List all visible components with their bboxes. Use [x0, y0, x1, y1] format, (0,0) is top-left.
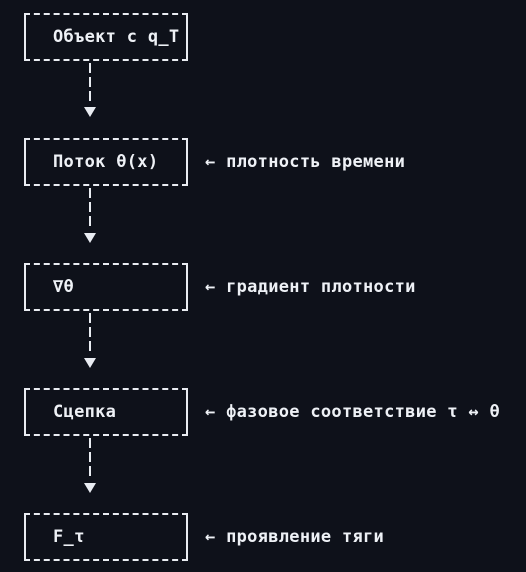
connector-3 [89, 313, 91, 351]
node-gradient: ∇θ [24, 263, 188, 311]
node-flow: Поток θ(x) [24, 138, 188, 186]
arrow-down-icon [84, 107, 96, 117]
annotation-flow: ← плотность времени [205, 152, 406, 172]
node-force: F_τ [24, 513, 188, 561]
annotation-coupling: ← фазовое соответствие τ ↔ θ [205, 402, 500, 422]
connector-1 [89, 63, 91, 101]
arrow-down-icon [84, 483, 96, 493]
node-coupling-label: Сцепка [53, 402, 117, 422]
node-force-label: F_τ [53, 527, 85, 547]
node-gradient-label: ∇θ [53, 277, 75, 297]
connector-4 [89, 438, 91, 476]
node-object: Объект с q_T [24, 13, 188, 61]
annotation-gradient: ← градиент плотности [205, 277, 416, 297]
annotation-force: ← проявление тяги [205, 527, 385, 547]
connector-2 [89, 188, 91, 226]
arrow-down-icon [84, 358, 96, 368]
node-coupling: Сцепка [24, 388, 188, 436]
node-flow-label: Поток θ(x) [53, 152, 159, 172]
arrow-down-icon [84, 233, 96, 243]
node-object-label: Объект с q_T [53, 27, 180, 47]
